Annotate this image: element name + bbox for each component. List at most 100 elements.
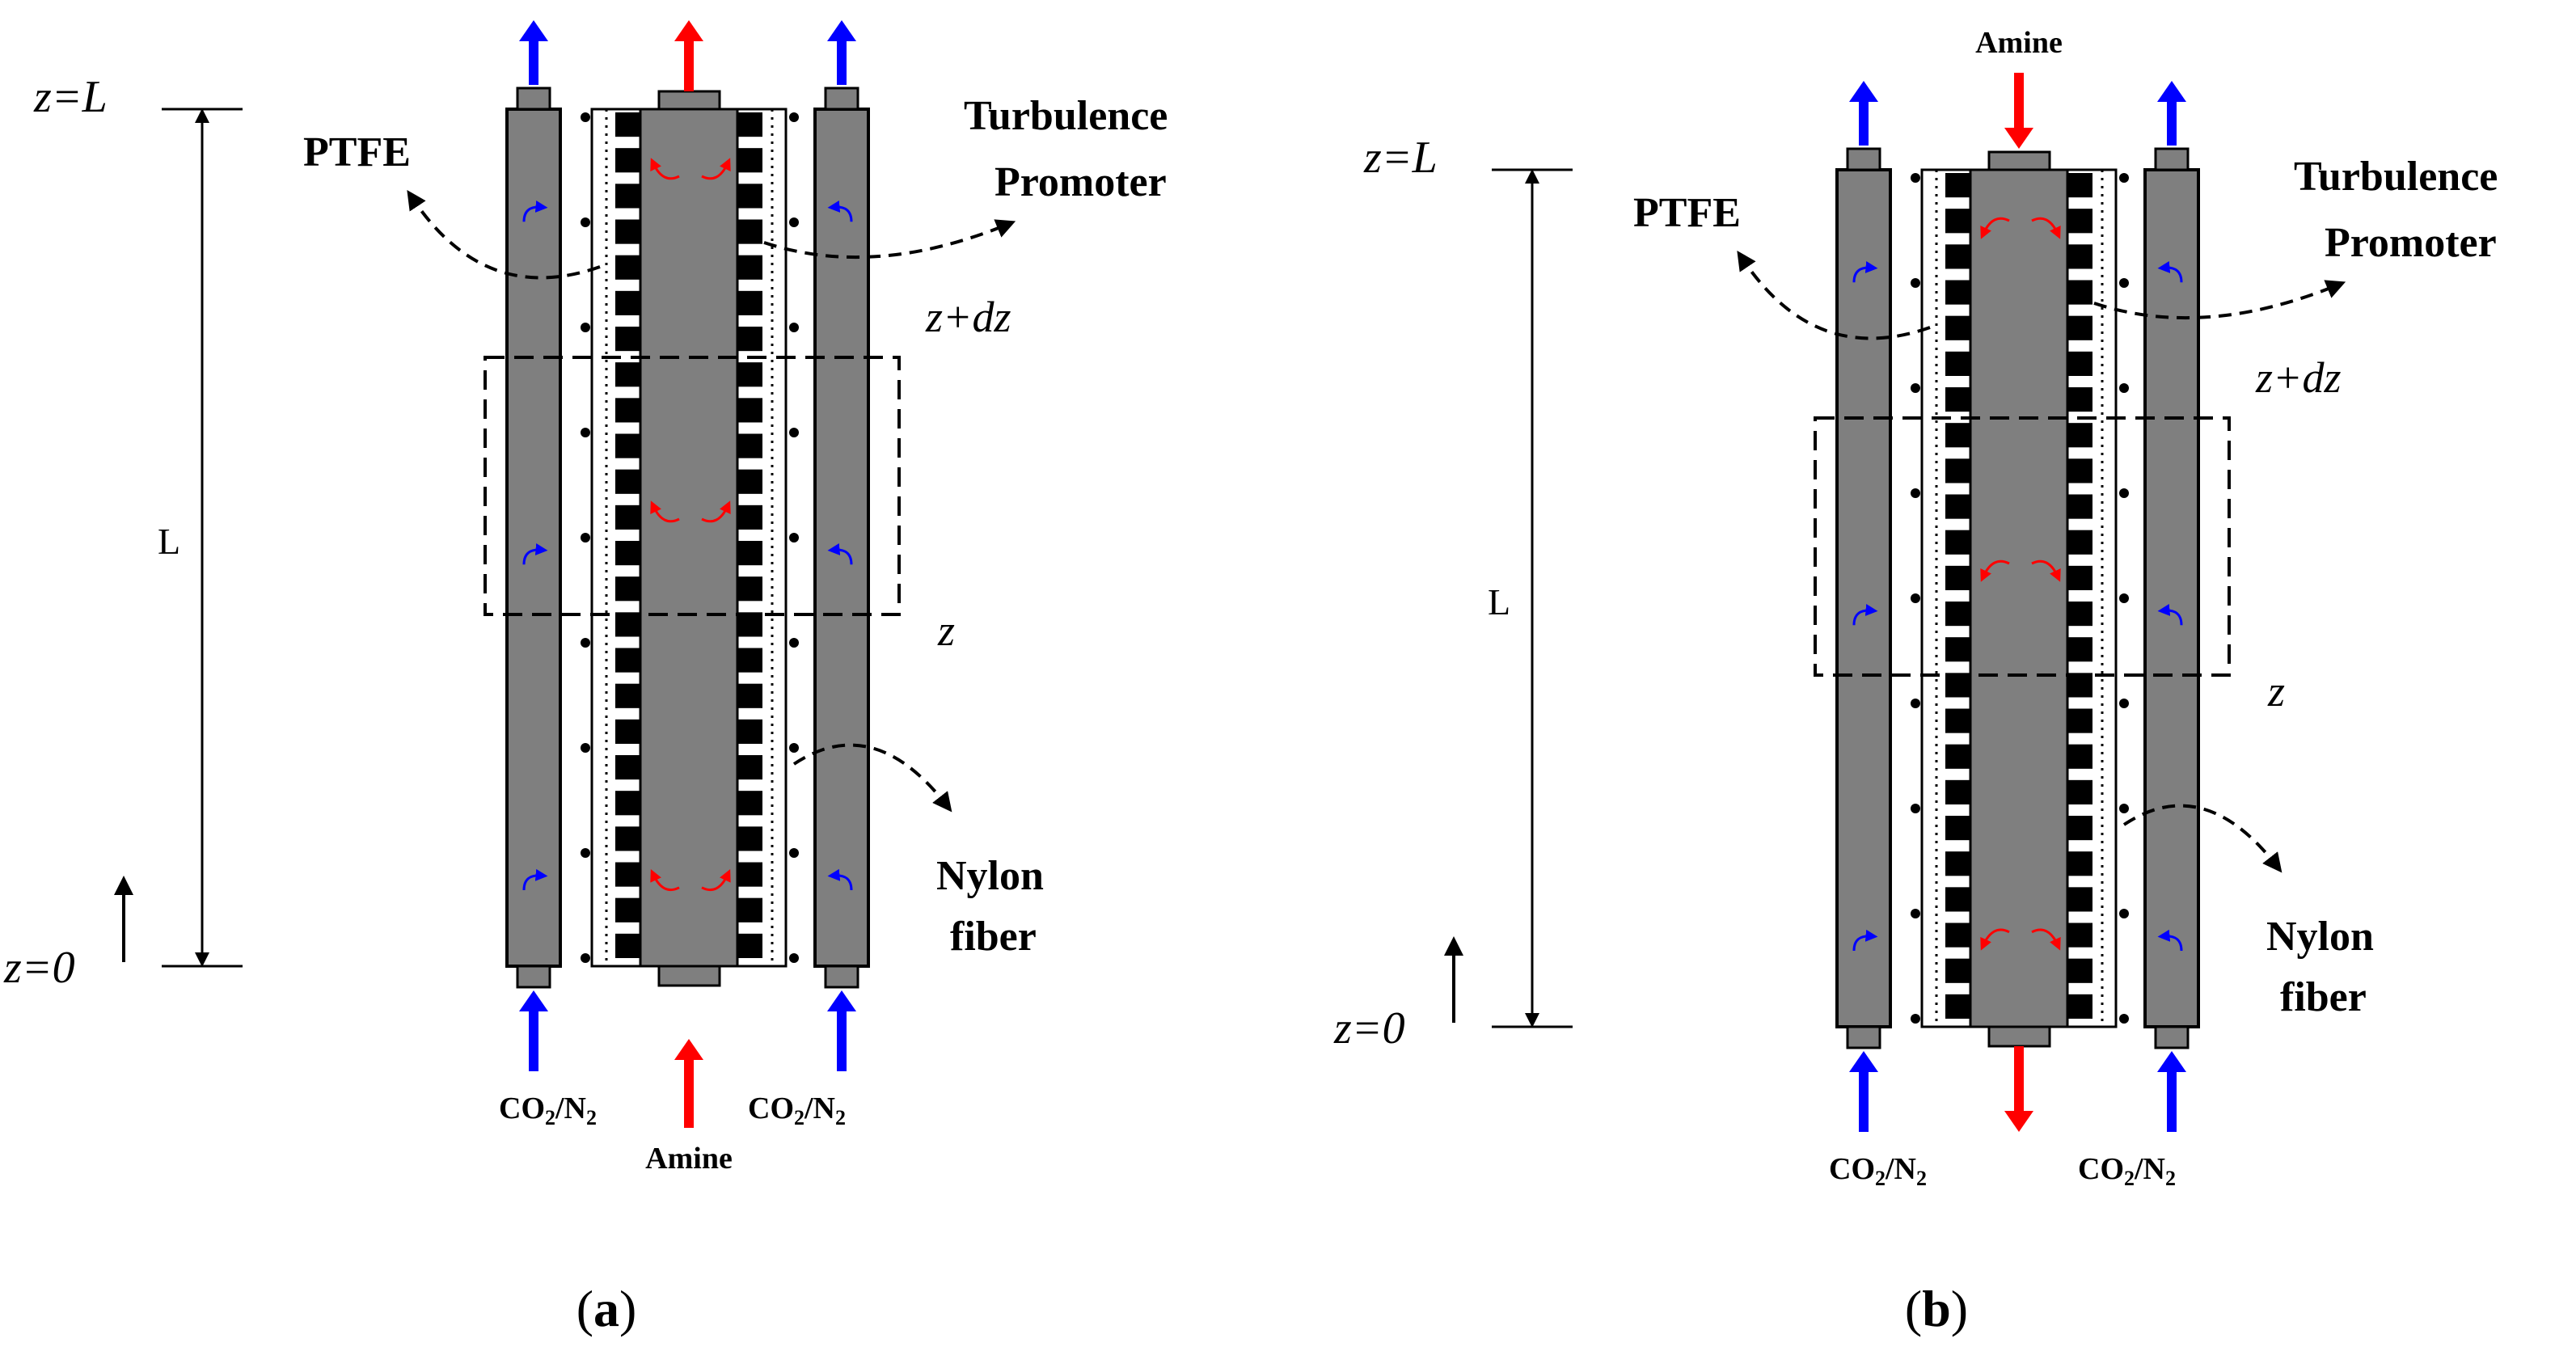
nylon-label-line1: Nylon (2266, 914, 2374, 960)
panel-a: Lz=Lz=0Aminez+dzzPTFETurbulencePromoterN… (3, 20, 1168, 1337)
turbulence-block-left-6 (1945, 387, 1970, 412)
gas-fiber-right-top-cap (824, 87, 859, 111)
turbulence-block-right-9 (738, 433, 762, 458)
turbulence-block-left-9 (1945, 494, 1970, 519)
amine-inlet-arrow-shaft (2014, 73, 2024, 128)
turbulence-block-left-23 (615, 933, 640, 958)
turbulence-block-left-11 (1945, 565, 1970, 590)
turbulence-block-right-12 (2068, 602, 2092, 627)
turbulence-block-right-16 (738, 683, 762, 708)
amine-inlet-arrow-head (2004, 128, 2033, 149)
turbulence-label-line1: Turbulence (964, 93, 1168, 139)
caption-letter: a (593, 1280, 619, 1337)
turbulence-block-right-19 (738, 791, 762, 816)
turbulence-block-right-21 (2068, 922, 2092, 948)
turbulence-block-right-0 (2068, 173, 2092, 198)
gas-inlet-arrow-right-shaft (2167, 1072, 2177, 1132)
gas-label-right-co: CO (2078, 1152, 2124, 1186)
amine-curl-left-2 (650, 868, 680, 892)
nylon-dot-right-4 (789, 533, 799, 543)
gas-outlet-arrow-right-head (827, 20, 856, 41)
turbulence-block-left-5 (1945, 351, 1970, 376)
amine-curl-right-0 (2031, 217, 2061, 239)
gas-label-right-sub2: 2 (835, 1106, 846, 1129)
turbulence-block-left-4 (615, 255, 640, 280)
nylon-dot-right-2 (789, 323, 799, 332)
gas-inlet-arrow-left-head (519, 990, 548, 1011)
turbulence-block-right-19 (2068, 851, 2092, 876)
gas-inlet-arrow-right-head (827, 990, 856, 1011)
gas-label-left: CO2/N2 (1829, 1152, 1927, 1190)
gas-label-left-sep: /N (1885, 1152, 1916, 1186)
gas-label-left-sub1: 2 (1875, 1167, 1886, 1190)
gas-fiber-left-top-cap (516, 87, 551, 111)
nylon-dot-left-4 (1911, 593, 1920, 603)
turbulence-block-left-11 (615, 505, 640, 530)
nylon-dot-right-5 (789, 638, 799, 648)
amine-curl-left-1 (650, 500, 680, 523)
amine-channel (1969, 168, 2069, 1028)
nylon-dot-left-0 (581, 112, 590, 122)
amine-outlet-arrow-head (2004, 1111, 2033, 1132)
amine-label: Amine (645, 1142, 733, 1176)
caption-close: ) (1951, 1280, 1968, 1337)
turbulence-block-right-20 (2068, 887, 2092, 912)
turbulence-block-right-14 (2068, 673, 2092, 698)
gas-label-right-sub1: 2 (794, 1106, 804, 1129)
nylon-dot-right-0 (2119, 173, 2129, 183)
nylon-dot-right-1 (2119, 278, 2129, 288)
gas-flow-curl-left-1 (1852, 604, 1878, 626)
turbulence-block-right-23 (738, 933, 762, 958)
amine-curl-left-1 (1980, 559, 2010, 582)
turbulence-block-right-14 (738, 612, 762, 637)
amine-curl-left-0 (650, 158, 680, 180)
turbulence-block-left-21 (1945, 922, 1970, 948)
gas-inlet-arrow-left-shaft (529, 1011, 538, 1071)
turbulence-block-right-17 (738, 719, 762, 744)
turbulence-block-left-13 (615, 576, 640, 602)
turbulence-block-right-12 (738, 541, 762, 566)
amine-curl-left-2 (1980, 928, 2010, 951)
turbulence-block-right-10 (2068, 530, 2092, 555)
gas-label-right-co: CO (748, 1091, 794, 1125)
gas-label-left-sub1: 2 (545, 1106, 555, 1129)
gas-label-left-co: CO (499, 1091, 545, 1125)
gas-inlet-arrow-left-head (1849, 1051, 1878, 1072)
turbulence-block-left-21 (615, 862, 640, 887)
nylon-dot-right-7 (789, 848, 799, 858)
turbulence-block-right-7 (738, 362, 762, 387)
gas-flow-curl-right-0 (2157, 261, 2183, 283)
nylon-dot-left-2 (581, 323, 590, 332)
turbulence-block-left-9 (615, 433, 640, 458)
turbulence-block-right-18 (2068, 816, 2092, 841)
gas-fiber-left-bottom-cap (516, 965, 551, 989)
turbulence-block-right-15 (738, 648, 762, 673)
nylon-dot-right-2 (2119, 383, 2129, 393)
z-plus-dz-label: z+dz (2255, 353, 2341, 402)
turbulence-block-right-11 (738, 505, 762, 530)
gas-fiber-left-bottom-cap (1846, 1025, 1881, 1049)
turbulence-block-right-20 (738, 826, 762, 851)
z-bottom-label: z=0 (3, 943, 75, 993)
amine-curl-left-0 (1980, 217, 2010, 239)
turbulence-block-right-7 (2068, 423, 2092, 448)
gas-fiber-left (1835, 168, 1892, 1028)
turbulence-block-right-6 (2068, 387, 2092, 412)
gas-label-right-sep: /N (804, 1091, 835, 1125)
gas-inlet-arrow-left-shaft (1859, 1072, 1869, 1132)
turbulence-block-left-13 (1945, 637, 1970, 662)
z-plus-dz-label: z+dz (925, 293, 1011, 341)
turbulence-callout-line (2093, 280, 2346, 320)
turbulence-block-left-19 (1945, 851, 1970, 876)
turbulence-block-left-5 (615, 290, 640, 315)
caption-open: ( (576, 1280, 593, 1337)
gas-label-right-sep: /N (2134, 1152, 2165, 1186)
turbulence-block-right-8 (2068, 458, 2092, 483)
turbulence-block-right-10 (738, 469, 762, 494)
nylon-dot-left-3 (581, 428, 590, 437)
nylon-label-line2: fiber (2280, 974, 2367, 1020)
turbulence-callout-line (763, 219, 1016, 260)
amine-outlet-arrow-head (674, 20, 703, 41)
amine-label: Amine (1975, 26, 2063, 60)
